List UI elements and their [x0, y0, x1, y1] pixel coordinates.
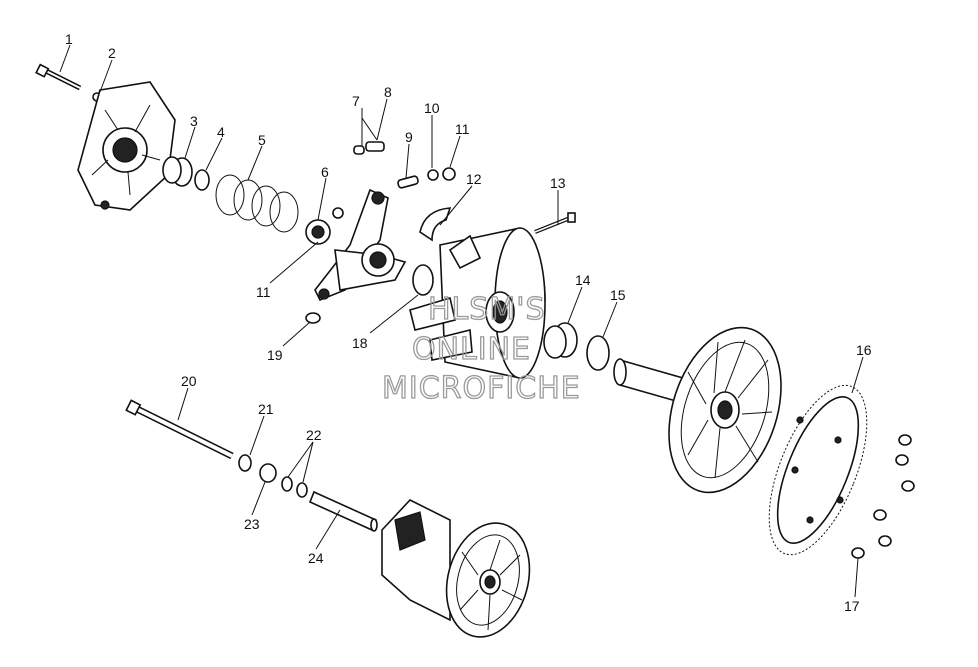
callout-5: 5 [258, 132, 266, 148]
callout-15: 15 [610, 287, 626, 303]
part-17-bolts [851, 434, 915, 559]
callout-20: 20 [181, 373, 197, 389]
callout-11-bottom: 11 [256, 284, 271, 300]
part-18-ring [412, 264, 434, 296]
callout-3: 3 [190, 113, 198, 129]
callout-17: 17 [844, 598, 860, 614]
part-20-long-bolt [125, 399, 234, 460]
watermark: HLSM'S ONLINE MICROFICHE [381, 291, 581, 406]
part-11-roller-top [442, 167, 456, 181]
callout-6: 6 [321, 164, 329, 180]
part-4-ring [194, 169, 210, 191]
part-13-bolt [534, 212, 576, 234]
fixed-sheave [613, 326, 782, 494]
callout-4: 4 [217, 124, 225, 140]
callout-10: 10 [424, 100, 440, 116]
callout-8: 8 [384, 84, 392, 100]
callout-9: 9 [405, 129, 413, 145]
callout-24: 24 [308, 550, 324, 566]
moveable-sheave [409, 227, 546, 379]
part-12-weight [419, 207, 452, 242]
part-14-bushing [543, 322, 578, 359]
part-15-ring [586, 335, 610, 371]
part-10-washer [427, 169, 439, 181]
part-19-nut [305, 312, 321, 324]
callout-2: 2 [108, 45, 116, 61]
watermark-line-1: HLSM'S [428, 292, 546, 327]
part-21-washer [238, 454, 252, 472]
part-16-ring-gear [768, 384, 868, 556]
callout-21: 21 [258, 401, 274, 417]
callout-1: 1 [65, 31, 73, 47]
callout-18: 18 [352, 335, 368, 351]
part-3-bushing [162, 156, 193, 187]
part-6-bushing [305, 219, 331, 245]
part-24-pin [308, 490, 378, 532]
leader-lines [59, 44, 864, 598]
watermark-line-2: ONLINE [412, 332, 531, 367]
callout-23: 23 [244, 516, 260, 532]
callout-14: 14 [575, 272, 591, 288]
part-9-dowel [397, 175, 419, 189]
part-7-8-pins [353, 141, 385, 155]
callout-12: 12 [466, 171, 482, 187]
part-5-spring [215, 174, 299, 233]
callout-22: 22 [306, 427, 322, 443]
cover-plate [77, 81, 176, 211]
part-1-bolt [35, 63, 82, 91]
watermark-line-3: MICROFICHE [382, 371, 581, 406]
spider-arm [314, 188, 407, 302]
part-11-roller [332, 207, 344, 219]
callout-labels: 1 2 3 4 5 6 7 8 9 10 11 11 12 13 14 15 1… [65, 31, 872, 614]
callout-13: 13 [550, 175, 566, 191]
part-23-bushing [259, 463, 277, 483]
callout-7: 7 [352, 93, 360, 109]
assembled-clutch [381, 499, 531, 638]
callout-16: 16 [856, 342, 872, 358]
callout-11-top: 11 [455, 121, 470, 137]
part-22-o-rings [281, 476, 308, 498]
callout-19: 19 [267, 347, 283, 363]
